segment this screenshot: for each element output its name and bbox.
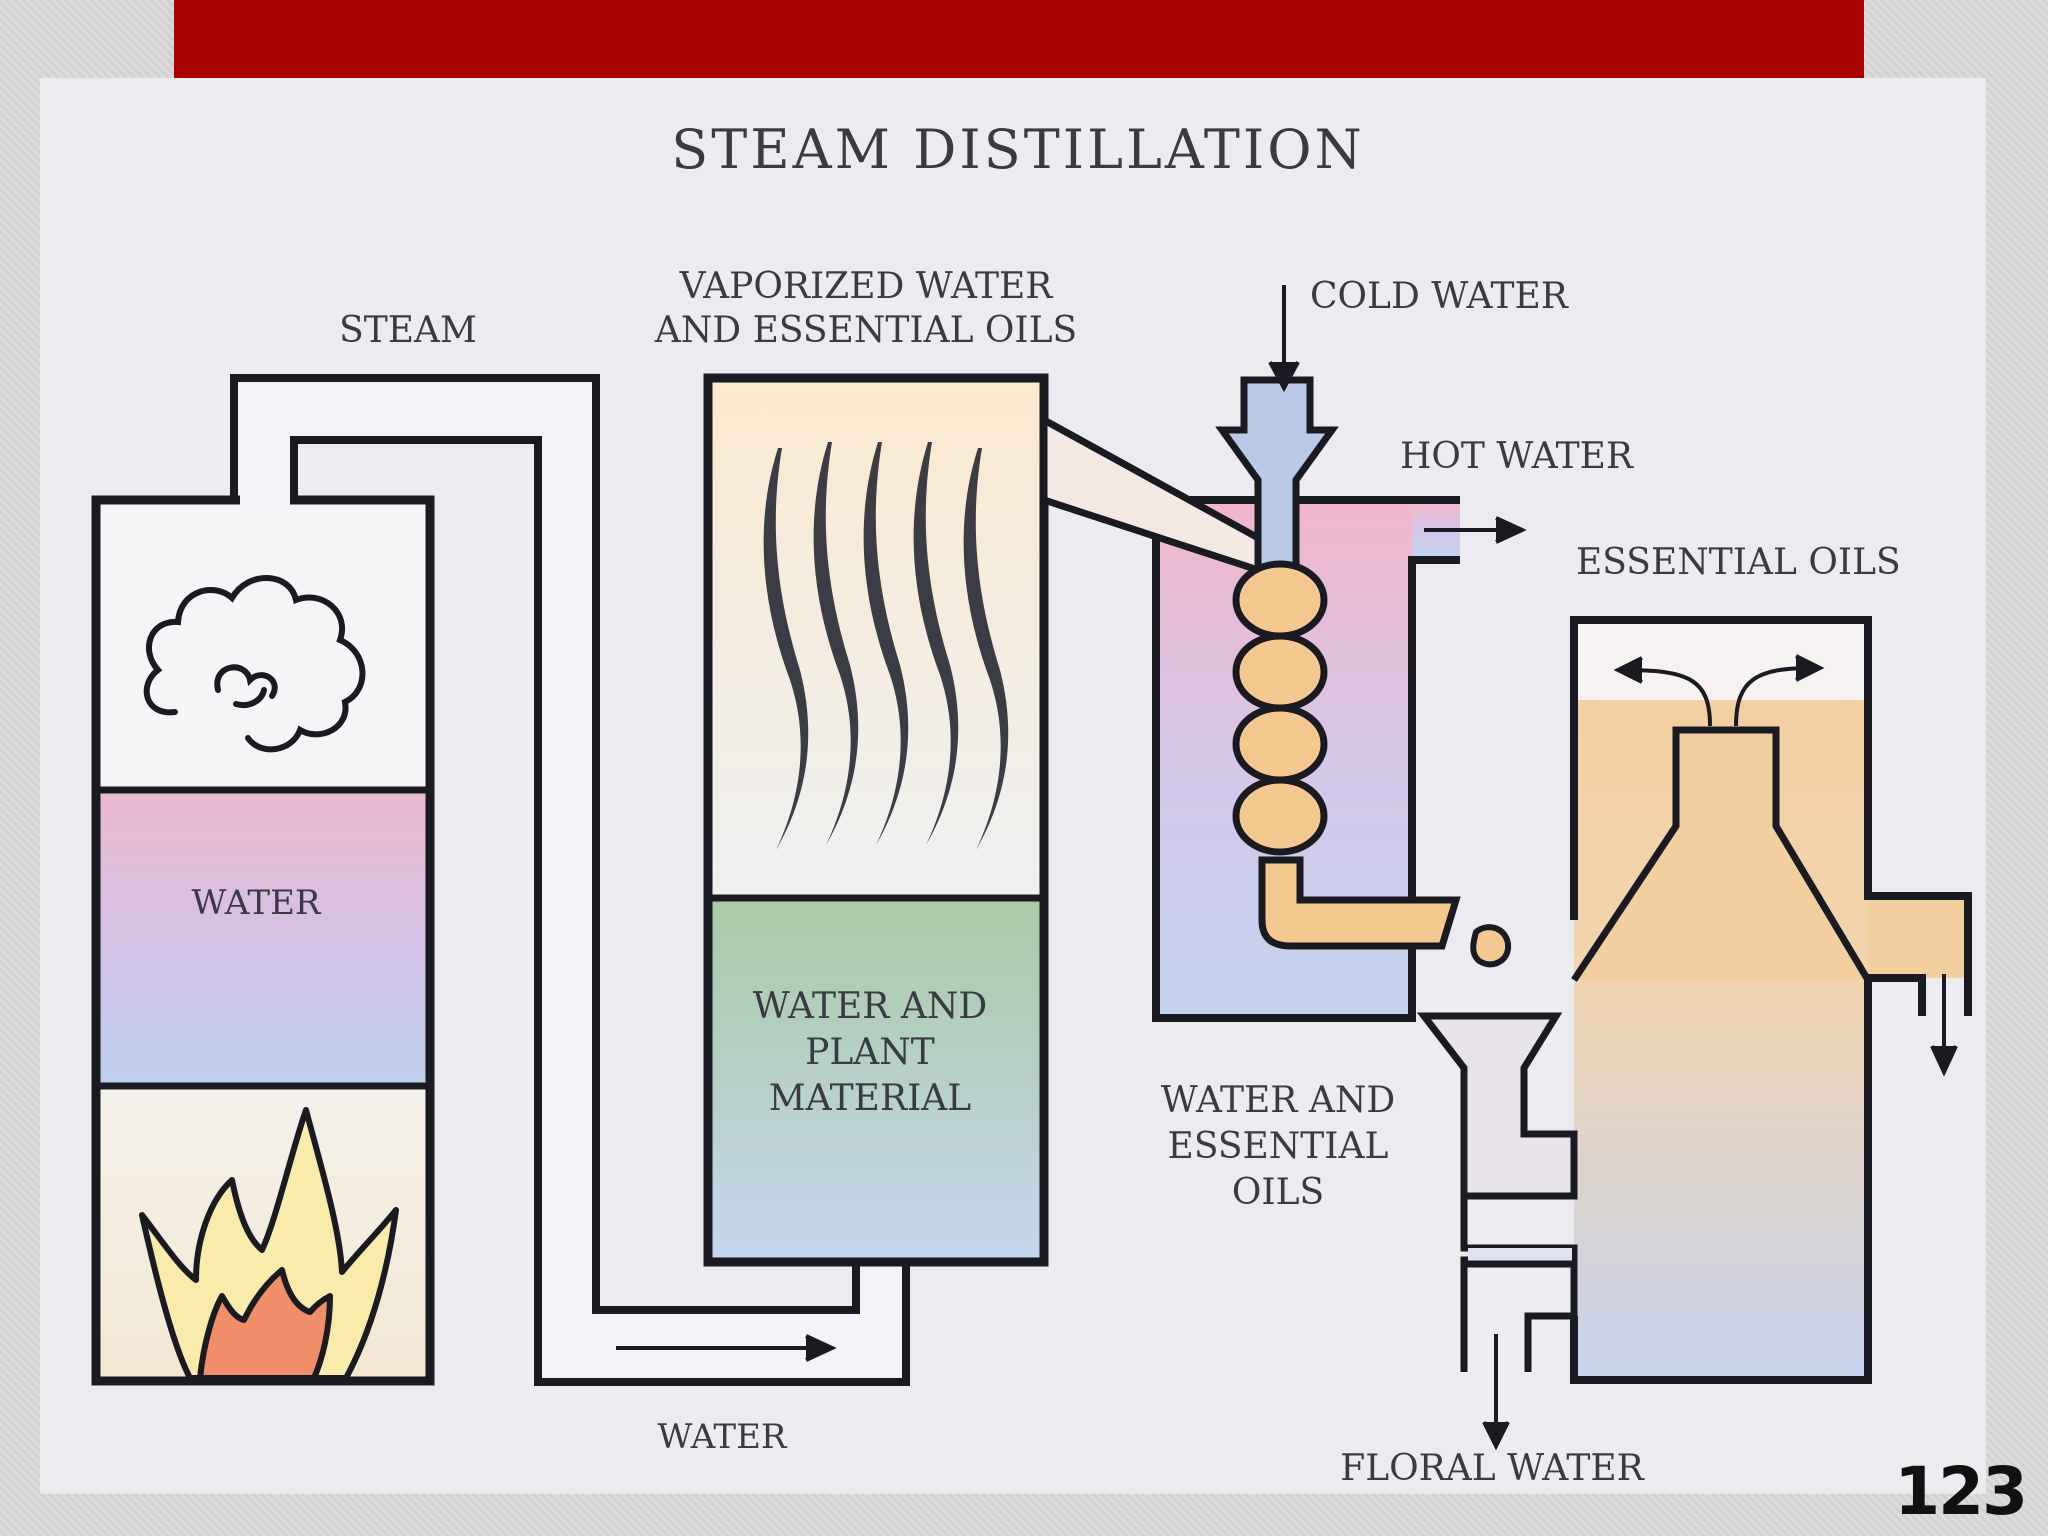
label-plant-line3: MATERIAL [769,1078,972,1119]
vapor-wisps-icon [763,442,1009,850]
slide-number: 123 [1894,1453,2028,1530]
label-vaporized-line1: VAPORIZED WATER [679,266,1054,307]
arrow-icon [616,285,1958,1451]
label-steam: STEAM [339,310,477,351]
label-hot-water: HOT WATER [1400,436,1634,477]
label-water-oils-line3: OILS [1232,1172,1324,1213]
collection-funnel [1416,1012,1578,1372]
diagram-title: STEAM DISTILLATION [671,118,1364,181]
condenser-coil [1232,560,1461,950]
label-floral-water: FLORAL WATER [1340,1448,1644,1489]
label-essential-oils: ESSENTIAL OILS [1576,542,1901,583]
flame-icon [139,1107,399,1381]
label-vaporized-line2: AND ESSENTIAL OILS [654,310,1077,351]
header-banner [174,0,1864,78]
still-chamber [703,373,1049,1267]
steam-cloud-icon [143,575,366,753]
label-water-pipe: WATER [657,1417,787,1457]
label-plant-line2: PLANT [805,1032,935,1073]
label-cold-water: COLD WATER [1310,276,1569,317]
label-water-oils-line2: ESSENTIAL [1168,1126,1389,1167]
droplet-icon [1470,924,1512,968]
label-water-boiler: WATER [191,883,321,923]
separator [1570,616,1972,1384]
label-plant-line1: WATER AND [753,986,987,1027]
label-water-oils-line1: WATER AND [1161,1080,1395,1121]
